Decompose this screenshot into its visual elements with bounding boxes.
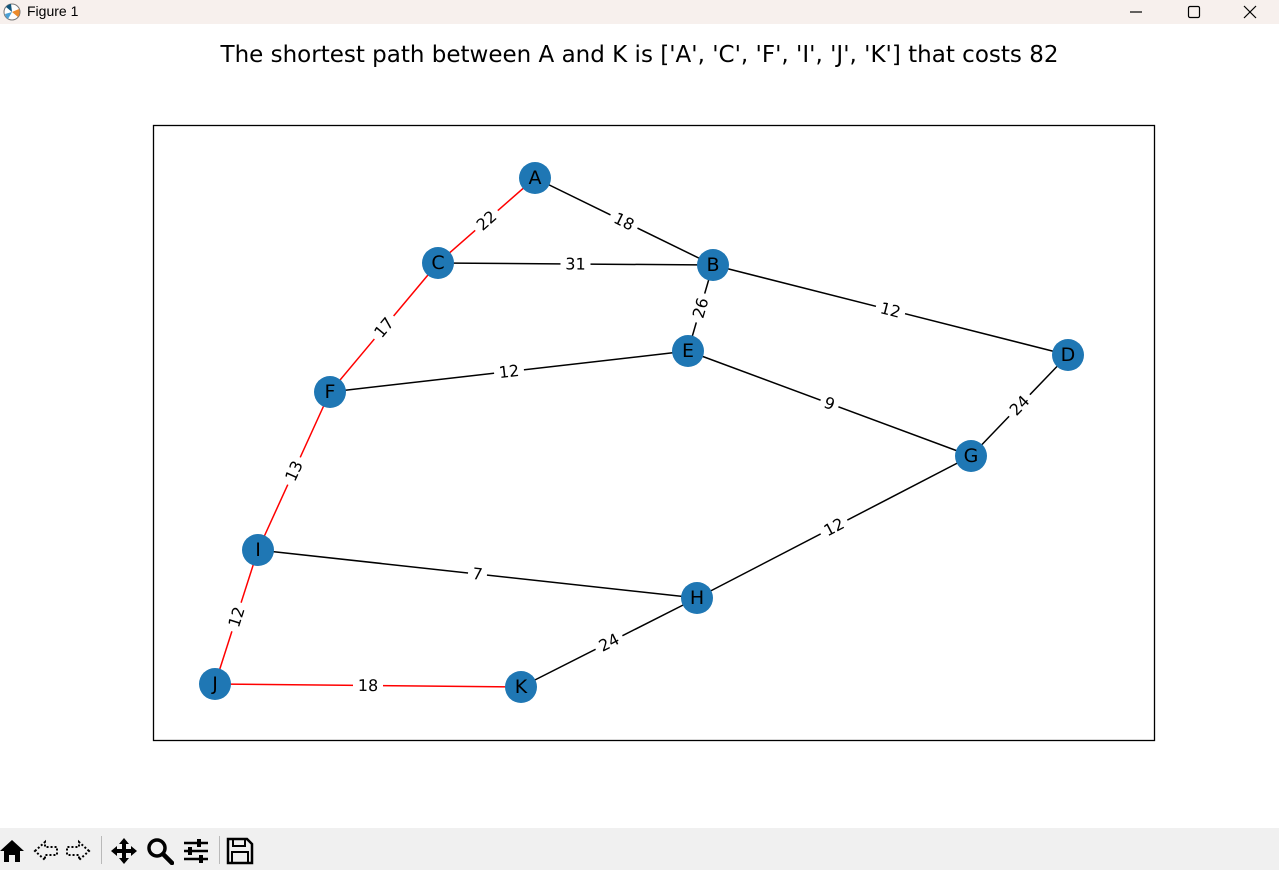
- edge-label-background: [222, 599, 251, 635]
- edge-label-F-I: 13: [278, 453, 310, 489]
- edge-label-background: [352, 675, 384, 696]
- edge-label-F-E: 12: [492, 359, 526, 384]
- node-label-I: I: [255, 539, 261, 561]
- axes-frame: [152, 124, 1156, 742]
- node-label-G: G: [964, 445, 979, 467]
- matplotlib-icon: [2, 2, 22, 22]
- node-G: [955, 440, 987, 472]
- close-button[interactable]: [1221, 0, 1279, 24]
- edge-label-H-K: 24: [591, 626, 627, 659]
- nodes-layer: A B C D E F G H I J K: [199, 162, 1084, 703]
- pan-icon: [111, 838, 137, 864]
- node-label-K: K: [515, 676, 528, 698]
- edge-label-J-K: 18: [352, 675, 384, 696]
- zoom-icon: [147, 838, 175, 866]
- home-button[interactable]: [0, 837, 26, 865]
- configure-subplots-icon: [184, 839, 208, 863]
- node-label-D: D: [1061, 344, 1076, 366]
- back-button[interactable]: [32, 837, 60, 865]
- edge-label-G-H: 12: [816, 511, 852, 543]
- node-label-J: J: [211, 673, 218, 695]
- maximize-button[interactable]: [1165, 0, 1223, 24]
- save-button[interactable]: [226, 837, 254, 865]
- node-A: [519, 162, 551, 194]
- node-F: [314, 376, 346, 408]
- edge-label-background: [560, 253, 591, 275]
- minimize-icon: [1130, 11, 1142, 13]
- edge-label-background: [466, 563, 489, 585]
- forward-button[interactable]: [64, 837, 92, 865]
- edge-label-background: [686, 290, 715, 326]
- forward-icon: [66, 839, 91, 863]
- edge-label-background: [816, 511, 852, 543]
- window-title: Figure 1: [27, 3, 79, 19]
- toolbar-separator: [219, 836, 220, 864]
- zoom-button[interactable]: [146, 837, 175, 866]
- edge-label-A-B: 18: [606, 205, 642, 238]
- toolbar-separator: [101, 836, 102, 864]
- edges-layer: [214, 177, 1069, 688]
- node-label-H: H: [690, 587, 704, 609]
- edge-weight-text: 26: [689, 296, 713, 321]
- edge-label-C-F: 17: [366, 309, 402, 346]
- node-label-A: A: [529, 167, 542, 189]
- node-label-E: E: [682, 340, 694, 362]
- node-D: [1052, 339, 1084, 371]
- edge-label-I-H: 7: [466, 563, 489, 585]
- maximize-icon: [1187, 5, 1201, 19]
- edge-label-background: [817, 390, 842, 417]
- edge-label-B-D: 12: [873, 296, 908, 324]
- minimize-button[interactable]: [1107, 0, 1165, 24]
- home-icon: [0, 840, 24, 862]
- edge-label-E-G: 9: [817, 390, 842, 417]
- edge-label-background: [1001, 387, 1038, 424]
- edge-label-A-C: 22: [468, 203, 505, 238]
- node-label-F: F: [325, 381, 336, 403]
- edge-weight-text: 12: [878, 298, 902, 321]
- node-C: [422, 247, 454, 279]
- node-label-B: B: [706, 254, 719, 276]
- edge-weight-text: 18: [358, 676, 379, 695]
- edge-weight-text: 7: [471, 564, 483, 584]
- node-J: [199, 668, 231, 700]
- pan-button[interactable]: [110, 837, 138, 865]
- figure-title: The shortest path between A and K is ['A…: [220, 42, 1059, 68]
- edge-weight-text: 31: [565, 254, 585, 273]
- edge-label-B-E: 26: [686, 290, 715, 326]
- node-E: [672, 335, 704, 367]
- edge-label-background: [873, 296, 908, 324]
- edge-label-background: [492, 359, 526, 384]
- navigation-toolbar: [0, 828, 1279, 870]
- edge-label-C-B: 31: [560, 253, 591, 275]
- edge-label-background: [366, 309, 402, 346]
- configure-subplots-button[interactable]: [182, 837, 210, 865]
- node-B: [697, 249, 729, 281]
- edge-label-background: [468, 203, 505, 238]
- node-I: [242, 534, 274, 566]
- edge-label-background: [591, 626, 627, 659]
- node-K: [505, 671, 537, 703]
- close-icon: [1243, 5, 1257, 19]
- edge-label-I-J: 12: [222, 599, 251, 635]
- back-icon: [33, 839, 58, 863]
- save-icon: [226, 837, 254, 865]
- edge-label-background: [278, 453, 310, 489]
- node-label-C: C: [431, 252, 444, 274]
- node-H: [681, 582, 713, 614]
- window-titlebar: Figure 1: [0, 0, 1279, 24]
- edge-label-background: [606, 205, 642, 238]
- edge-weight-text: 12: [498, 361, 520, 382]
